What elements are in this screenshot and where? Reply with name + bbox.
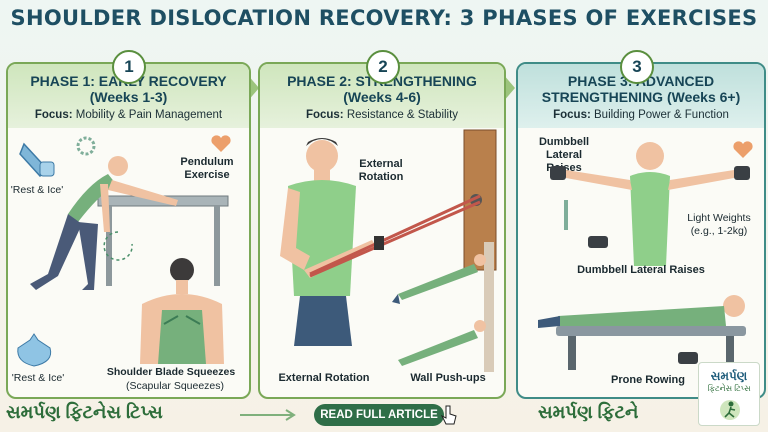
external-rotation-label-top: External Rotation	[358, 158, 404, 183]
external-rotation-illustration	[280, 138, 481, 346]
wall-pushups-illustration	[392, 242, 494, 372]
phase-number-badge: 1	[112, 50, 146, 84]
cursor-hand-icon	[440, 405, 457, 425]
footer-brand-left: સમર્પણ ફિટનેસ ટિપ્સ	[6, 402, 163, 422]
arm-sling-icon	[19, 142, 55, 178]
arrow-right-icon	[503, 74, 515, 102]
wall-pushups-label: Wall Push-ups	[410, 372, 486, 384]
pendulum-exercise-label: Pendulum Exercise	[180, 156, 234, 181]
logo-name: સમર્પણ	[710, 369, 748, 383]
shoulder-blade-back-illustration	[140, 258, 224, 364]
dumbbell-raises-label: Dumbbell Lateral Raises	[577, 264, 705, 276]
phase-3-panel: PHASE 3: ADVANCED STRENGTHENING (Weeks 6…	[516, 62, 766, 399]
phase-weeks: (Weeks 1-3)	[89, 89, 168, 105]
pendulum-exercise-illustration	[30, 156, 229, 290]
shoulder-blade-squeezes-label: Shoulder Blade Squeezes	[106, 366, 236, 378]
brand-logo: સમર્પણ ફિટનેસ ટિપ્સ	[698, 362, 760, 426]
heart-icon	[733, 141, 753, 158]
heart-icon	[211, 135, 231, 152]
prone-rowing-illustration	[538, 295, 746, 370]
arrow-right-icon	[240, 409, 296, 421]
phase-2-panel: PHASE 2: STRENGTHENING (Weeks 4-6) Focus…	[258, 62, 506, 399]
rest-ice-label-bottom: 'Rest & Ice'	[11, 372, 65, 384]
dumbbell-lateral-raise-illustration	[550, 142, 750, 266]
phase-number-badge: 2	[366, 50, 400, 84]
gear-icon	[76, 136, 96, 156]
phase-focus: Focus: Mobility & Pain Management	[34, 109, 223, 121]
external-rotation-label: External Rotation	[278, 372, 370, 384]
phase-focus: Focus: Resistance & Stability	[305, 109, 459, 121]
logo-tagline: ફિટનેસ ટિપ્સ	[707, 384, 751, 393]
prone-rowing-label: Prone Rowing	[611, 374, 685, 386]
phase-number-badge: 3	[620, 50, 654, 84]
phase-weeks: STRENGTHENING (Weeks 6+)	[541, 89, 741, 105]
rest-ice-label: 'Rest & Ice'	[10, 184, 64, 196]
ice-pack-icon	[17, 333, 52, 367]
footer-brand-right: સમર્પણ ફિટને	[538, 402, 639, 422]
page-title: SHOULDER DISLOCATION RECOVERY: 3 PHASES …	[10, 6, 758, 30]
light-weights-label: Light Weights (e.g., 1-2kg)	[687, 212, 751, 237]
read-article-button[interactable]: READ FULL ARTICLE	[314, 404, 444, 426]
phase-weeks: (Weeks 4-6)	[343, 89, 421, 105]
phase-focus: Focus: Building Power & Function	[553, 109, 729, 121]
running-figure-icon	[720, 400, 740, 420]
scapular-squeezes-label: (Scapular Squeezes)	[125, 380, 225, 392]
phase-1-panel: PHASE 1: EARLY RECOVERY (Weeks 1-3) Focu…	[6, 62, 251, 399]
